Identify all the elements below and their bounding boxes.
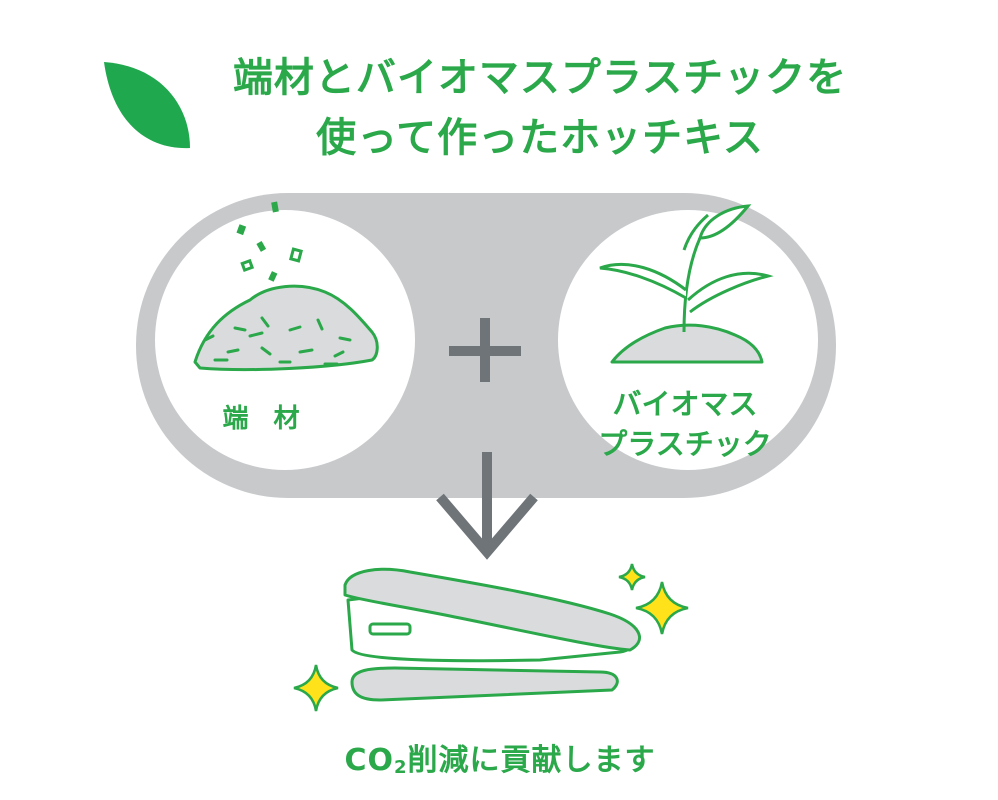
sparkle-icon: [293, 563, 689, 712]
sprouting-plant-icon: [599, 204, 774, 364]
right-label-line-1: バイオマス: [612, 387, 758, 421]
stapler-icon: [343, 567, 641, 702]
footer-co: CO: [344, 743, 394, 778]
title-line-1: 端材とバイオマスプラスチックを: [232, 55, 848, 101]
footer-sub: 2: [394, 757, 408, 778]
page-title: 端材とバイオマスプラスチックを 使って作ったホッチキス: [200, 48, 880, 168]
wood-scrap-pile-icon: [193, 201, 379, 372]
leaf-icon: [104, 62, 190, 149]
plus-icon: [449, 318, 521, 382]
footer-text: 削減に貢献します: [407, 743, 656, 778]
down-arrow-icon: [436, 452, 538, 560]
left-circle-label: 端 材: [222, 404, 308, 434]
title-line-2: 使って作ったホッチキス: [316, 115, 764, 161]
right-circle-label: バイオマス プラスチック: [570, 384, 800, 464]
footer-caption: CO2削減に貢献します: [250, 735, 750, 779]
right-label-line-2: プラスチック: [598, 427, 772, 461]
